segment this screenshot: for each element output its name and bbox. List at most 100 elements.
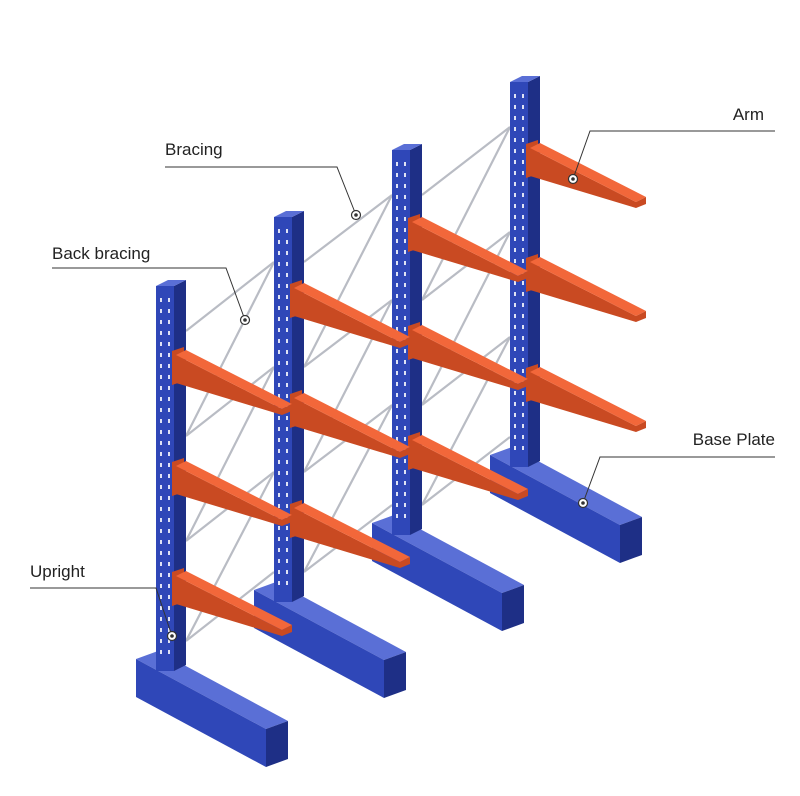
upright-hole xyxy=(514,281,516,285)
upright-hole xyxy=(286,416,288,420)
upright-hole xyxy=(396,162,398,166)
upright-hole xyxy=(404,481,406,485)
upright-hole xyxy=(286,339,288,343)
upright-hole xyxy=(278,471,280,475)
upright-hole xyxy=(160,320,162,324)
upright-hole xyxy=(514,149,516,153)
upright-hole xyxy=(522,303,524,307)
base-plate-side xyxy=(372,523,502,631)
upright-hole xyxy=(160,441,162,445)
back-bracing-label: Back bracing xyxy=(52,244,150,263)
upright-hole xyxy=(522,347,524,351)
upright-hole xyxy=(168,518,170,522)
arm xyxy=(526,254,646,322)
bracing-rod-horizontal xyxy=(185,261,275,332)
upright-hole xyxy=(404,503,406,507)
arm-tip xyxy=(518,489,528,500)
upright-hole xyxy=(396,327,398,331)
upright-hole xyxy=(168,452,170,456)
upright-hole xyxy=(404,316,406,320)
upright-hole xyxy=(160,419,162,423)
upright-hole xyxy=(160,485,162,489)
upright-hole xyxy=(168,408,170,412)
base-plate-end xyxy=(502,585,524,631)
upright-hole xyxy=(168,309,170,313)
upright-hole xyxy=(514,358,516,362)
base-plate-end xyxy=(266,721,288,767)
upright-hole xyxy=(396,184,398,188)
upright-hole xyxy=(514,391,516,395)
upright-hole xyxy=(168,419,170,423)
upright-hole xyxy=(522,138,524,142)
upright-hole xyxy=(522,226,524,230)
upright-hole xyxy=(286,581,288,585)
arm xyxy=(526,140,646,208)
upright-hole xyxy=(160,331,162,335)
upright-hole xyxy=(278,295,280,299)
upright-hole xyxy=(404,382,406,386)
upright-hole xyxy=(168,474,170,478)
upright-hole xyxy=(522,281,524,285)
upright-hole xyxy=(522,193,524,197)
upright-hole xyxy=(396,228,398,232)
upright-hole xyxy=(514,171,516,175)
arm-tip xyxy=(400,447,410,458)
upright-hole xyxy=(278,372,280,376)
rack-column xyxy=(254,211,410,698)
upright-hole xyxy=(168,386,170,390)
upright-top xyxy=(392,144,422,150)
upright-hole xyxy=(404,437,406,441)
upright-hole xyxy=(160,496,162,500)
upright-hole xyxy=(404,294,406,298)
upright-hole xyxy=(522,237,524,241)
arm-top xyxy=(176,571,292,630)
upright-hole xyxy=(396,514,398,518)
upright-hole xyxy=(404,239,406,243)
upright-hole xyxy=(396,415,398,419)
arm-top xyxy=(412,435,528,494)
upright-hole xyxy=(160,375,162,379)
upright-hole xyxy=(278,526,280,530)
upright-hole xyxy=(286,493,288,497)
upright-hole xyxy=(396,305,398,309)
upright-top xyxy=(274,211,304,217)
upright-hole xyxy=(514,160,516,164)
upright-hole xyxy=(522,215,524,219)
upright-hole xyxy=(404,492,406,496)
bracing-rod-horizontal xyxy=(185,366,275,437)
upright-hole xyxy=(278,449,280,453)
upright-hole xyxy=(168,507,170,511)
upright-hole xyxy=(514,347,516,351)
bracing-rod-diagonal xyxy=(303,194,393,368)
bracing-rod-diagonal xyxy=(421,126,511,301)
arm xyxy=(408,214,528,282)
upright-hole xyxy=(286,449,288,453)
upright-hole xyxy=(404,349,406,353)
rack-column xyxy=(372,144,528,631)
upright-hole xyxy=(522,435,524,439)
arm-top xyxy=(176,350,292,409)
upright-hole xyxy=(396,470,398,474)
upright-hole xyxy=(278,537,280,541)
upright-hole xyxy=(514,182,516,186)
upright-hole xyxy=(168,551,170,555)
upright-hole xyxy=(286,372,288,376)
upright-hole xyxy=(404,184,406,188)
upright-hole xyxy=(286,471,288,475)
upright-hole xyxy=(168,650,170,654)
upright-hole xyxy=(160,628,162,632)
upright-hole xyxy=(522,149,524,153)
upright-hole xyxy=(396,173,398,177)
upright-hole xyxy=(278,306,280,310)
upright-hole xyxy=(168,617,170,621)
upright-hole xyxy=(286,284,288,288)
upright-hole xyxy=(404,360,406,364)
bracing-rod-horizontal xyxy=(303,299,393,368)
upright-hole xyxy=(522,292,524,296)
upright-hole xyxy=(160,474,162,478)
arm-side xyxy=(176,576,282,636)
upright-hole xyxy=(396,437,398,441)
upright-hole xyxy=(168,529,170,533)
upright-hole xyxy=(404,217,406,221)
arm-top xyxy=(294,283,410,342)
